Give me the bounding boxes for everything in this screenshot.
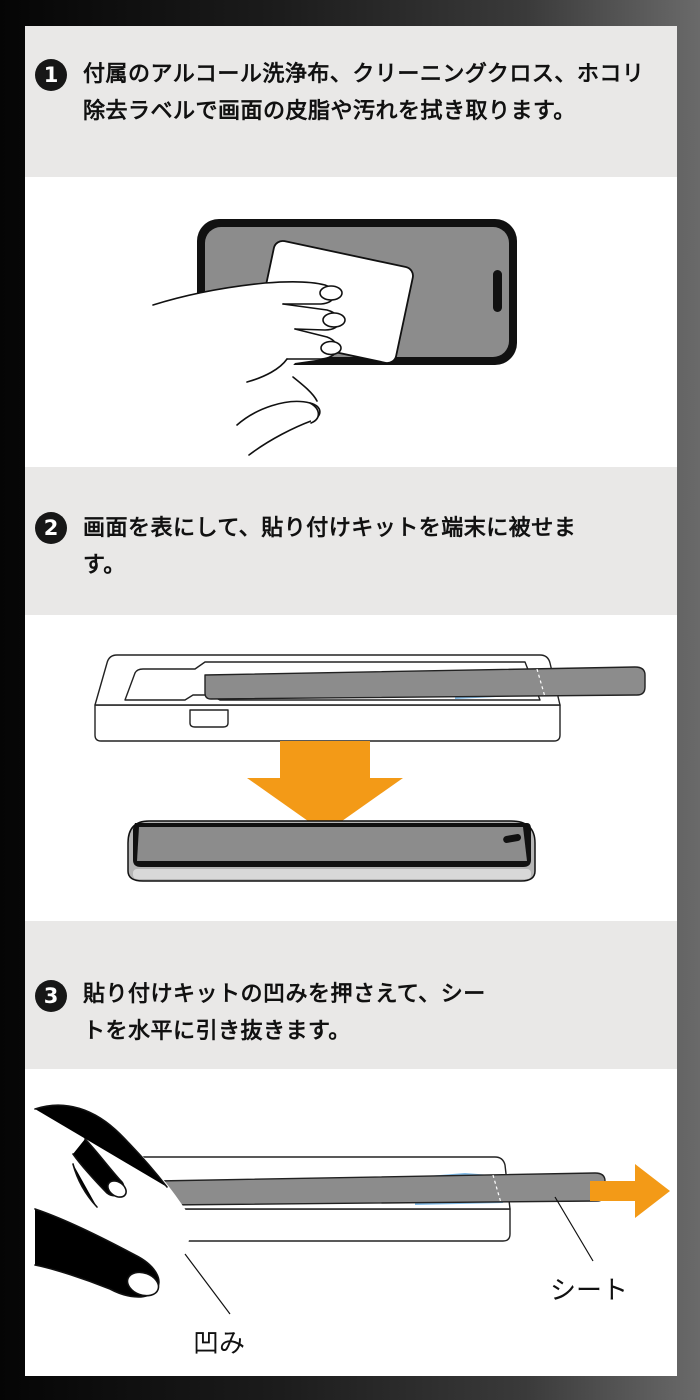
hand-illustration	[152, 280, 346, 456]
sheet-label: シート	[550, 1276, 628, 1306]
step-3-illustration: 凹み シート	[34, 1104, 670, 1359]
hand-illustration	[34, 1104, 191, 1304]
step-1-text: 付属のアルコール洗浄布、クリーニングクロス、ホコリ除去ラベルで画面の皮脂や汚れを…	[83, 62, 645, 124]
step-2-text: 画面を表にして、貼り付けキットを端末に被せます。	[83, 516, 577, 578]
step-2-illustration	[94, 654, 646, 882]
down-arrow-icon	[247, 741, 403, 833]
step-1-illustration	[152, 219, 517, 456]
step-1-header: 1 付属のアルコール洗浄布、クリーニングクロス、ホコリ除去ラベルで画面の皮脂や汚…	[25, 26, 677, 177]
step-2-number-badge: 2	[35, 512, 67, 544]
step-2-header: 2 画面を表にして、貼り付けキットを端末に被せます。	[25, 467, 677, 615]
smartphone-illustration	[127, 820, 536, 882]
step-1-number-badge: 1	[35, 59, 67, 91]
callout-lines	[184, 1196, 594, 1315]
step-3-header: 3 貼り付けキットの凹みを押さえて、シートを水平に引き抜きます。	[25, 921, 677, 1069]
step-3-number-badge: 3	[35, 980, 67, 1012]
application-kit-illustration	[94, 654, 646, 742]
instruction-panel: 1 付属のアルコール洗浄布、クリーニングクロス、ホコリ除去ラベルで画面の皮脂や汚…	[25, 26, 677, 1376]
step-3-text: 貼り付けキットの凹みを押さえて、シートを水平に引き抜きます。	[83, 982, 486, 1044]
right-arrow-icon	[590, 1164, 670, 1218]
dent-label: 凹み	[193, 1329, 245, 1359]
